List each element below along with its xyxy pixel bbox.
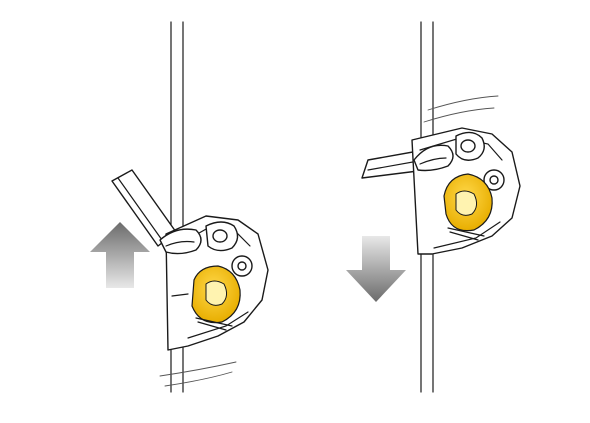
down-arrow-icon: [346, 236, 406, 302]
up-arrow-icon: [90, 222, 150, 288]
left-panel: [90, 21, 269, 393]
right-motion-lines: [423, 95, 499, 123]
left-rope-clamp-icon: [159, 215, 269, 351]
left-motion-lines: [159, 361, 237, 387]
right-cam: [443, 173, 493, 241]
right-rope-clamp-icon: [411, 127, 521, 255]
left-cam: [191, 265, 241, 331]
right-panel: [346, 21, 521, 393]
